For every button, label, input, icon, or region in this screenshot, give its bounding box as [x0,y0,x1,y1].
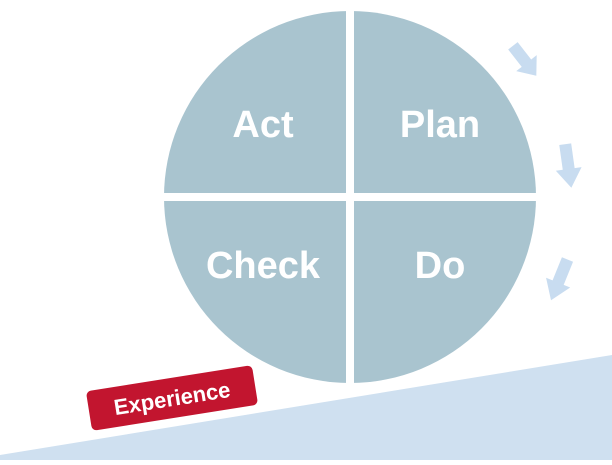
quadrant-label-check: Check [206,245,321,287]
horizontal-divider [160,193,540,201]
quadrant-label-act: Act [232,104,294,146]
quadrant-label-plan: Plan [400,104,480,146]
arrow-down-icon [508,42,537,76]
experience-ramp [0,355,612,460]
arrow-down-icon [546,257,574,301]
cycle-direction-arrows [508,42,582,301]
arrow-down-icon [555,143,582,188]
quadrant-label-do: Do [415,245,466,287]
experience-badge-background [86,365,258,431]
